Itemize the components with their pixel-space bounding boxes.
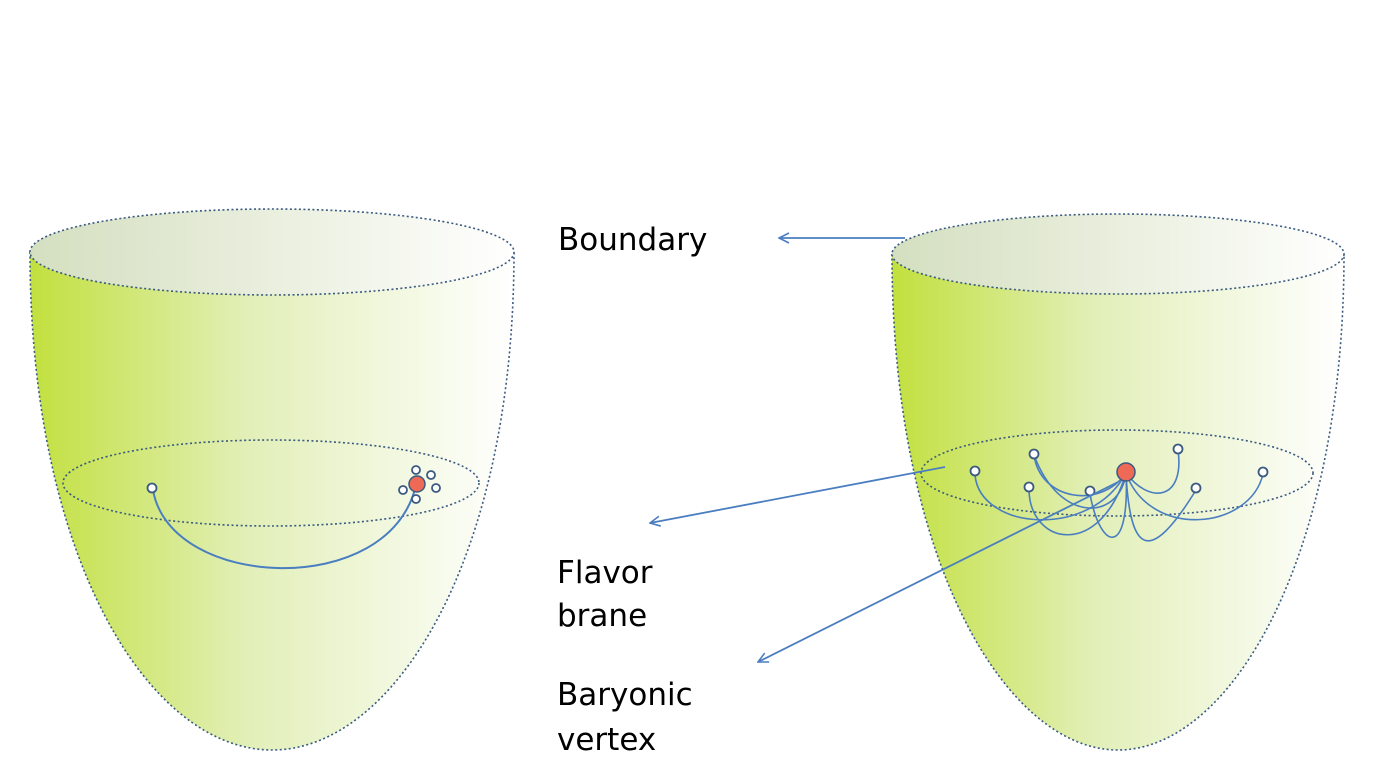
right-boundary-rim <box>891 213 1345 295</box>
left-string <box>152 484 417 570</box>
right-flavor-brane <box>920 429 1314 517</box>
right-endpoint <box>1172 443 1184 455</box>
flavor-brane-label-line2: brane <box>557 598 647 634</box>
baryonic-vertex-arrow <box>758 481 1119 663</box>
left-endpoint <box>146 482 158 494</box>
boundary-label: Boundary <box>558 222 707 258</box>
left-endpoint <box>411 465 421 475</box>
baryonic-vertex-label-line2: vertex <box>557 722 656 758</box>
right-endpoint <box>1190 482 1202 494</box>
left-endpoint <box>431 483 441 493</box>
right-endpoint <box>1023 481 1035 493</box>
right-bowl <box>891 213 1345 751</box>
flavor-brane-label-line1: Flavor <box>557 555 653 591</box>
left-endpoint <box>411 494 421 504</box>
right-baryonic-vertex <box>1116 462 1136 482</box>
left-boundary-rim <box>29 208 515 296</box>
right-endpoint <box>1028 448 1040 460</box>
left-bowl <box>29 208 515 751</box>
left-baryonic-vertex <box>408 475 426 493</box>
left-flavor-brane <box>62 439 480 527</box>
flavor-brane-arrow <box>650 466 946 523</box>
baryonic-vertex-label-line1: Baryonic <box>557 677 693 713</box>
left-bowl-body <box>29 251 515 751</box>
right-bowl-body <box>891 253 1345 751</box>
left-endpoint <box>398 485 408 495</box>
left-endpoint <box>426 470 436 480</box>
right-endpoint <box>1257 466 1269 478</box>
right-endpoint <box>969 465 981 477</box>
